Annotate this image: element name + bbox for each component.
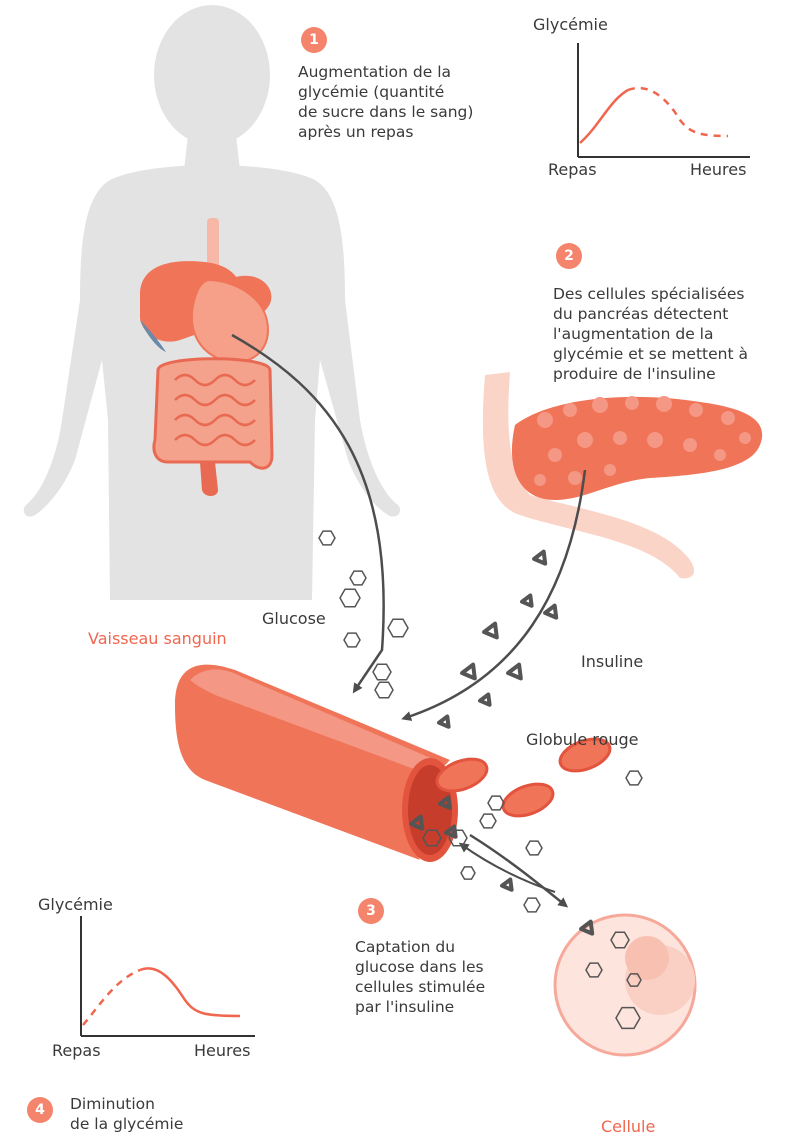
glucose-molecule: [626, 771, 642, 785]
blood-vessel: [175, 665, 458, 862]
graph-top-ylabel: Glycémie: [533, 15, 608, 34]
insulin-label: Insuline: [581, 652, 643, 671]
step-3-text: Captation du glucose dans les cellules s…: [355, 937, 485, 1017]
insulin-molecule: [508, 665, 521, 679]
cell: [555, 915, 695, 1055]
glucose-molecule: [350, 571, 366, 585]
red-cell-label: Globule rouge: [526, 730, 638, 749]
insulin-molecule: [545, 606, 556, 618]
insulin-molecule: [480, 695, 490, 705]
insulin-molecule: [502, 880, 512, 890]
glucose-molecule: [526, 841, 542, 855]
vessel-label: Vaisseau sanguin: [88, 629, 227, 648]
insulin-molecule: [439, 717, 449, 727]
glucose-molecule: [388, 619, 408, 636]
graph-bottom-x-start: Repas: [52, 1041, 101, 1060]
arrow-to-cell: [470, 835, 565, 905]
cell-label: Cellule: [601, 1117, 655, 1136]
step-2-badge: 2: [556, 243, 582, 269]
glucose-molecule: [340, 589, 360, 606]
glucose-molecule: [461, 867, 475, 879]
glucose-molecule: [373, 664, 391, 680]
step-1-badge: 1: [301, 27, 327, 53]
glucose-molecule: [480, 814, 496, 828]
graph-top-plot: [578, 43, 750, 157]
graph-bottom-ylabel: Glycémie: [38, 895, 113, 914]
insulin-molecule: [534, 552, 545, 564]
insulin-molecule: [462, 665, 475, 679]
graph-top-x-start: Repas: [548, 160, 597, 179]
step-4-badge: 4: [27, 1097, 53, 1123]
graph-top-x-end: Heures: [690, 160, 746, 179]
pancreas: [483, 372, 762, 578]
graph-bottom-x-end: Heures: [194, 1041, 250, 1060]
insulin-molecule: [522, 596, 532, 606]
glucose-molecule: [375, 682, 393, 698]
glucose-molecule: [344, 633, 360, 647]
glucose-molecule: [488, 796, 504, 810]
glucose-molecule: [319, 531, 335, 545]
glucose-label: Glucose: [262, 609, 326, 628]
step-3-badge: 3: [358, 898, 384, 924]
step-1-text: Augmentation de la glycémie (quantité de…: [298, 62, 473, 142]
glucose-molecule: [524, 898, 540, 912]
step-4-text: Diminution de la glycémie: [70, 1094, 183, 1134]
insulin-molecule: [484, 624, 497, 638]
step-2-text: Des cellules spécialisées du pancréas dé…: [553, 284, 748, 384]
graph-bottom-plot: [81, 916, 255, 1036]
